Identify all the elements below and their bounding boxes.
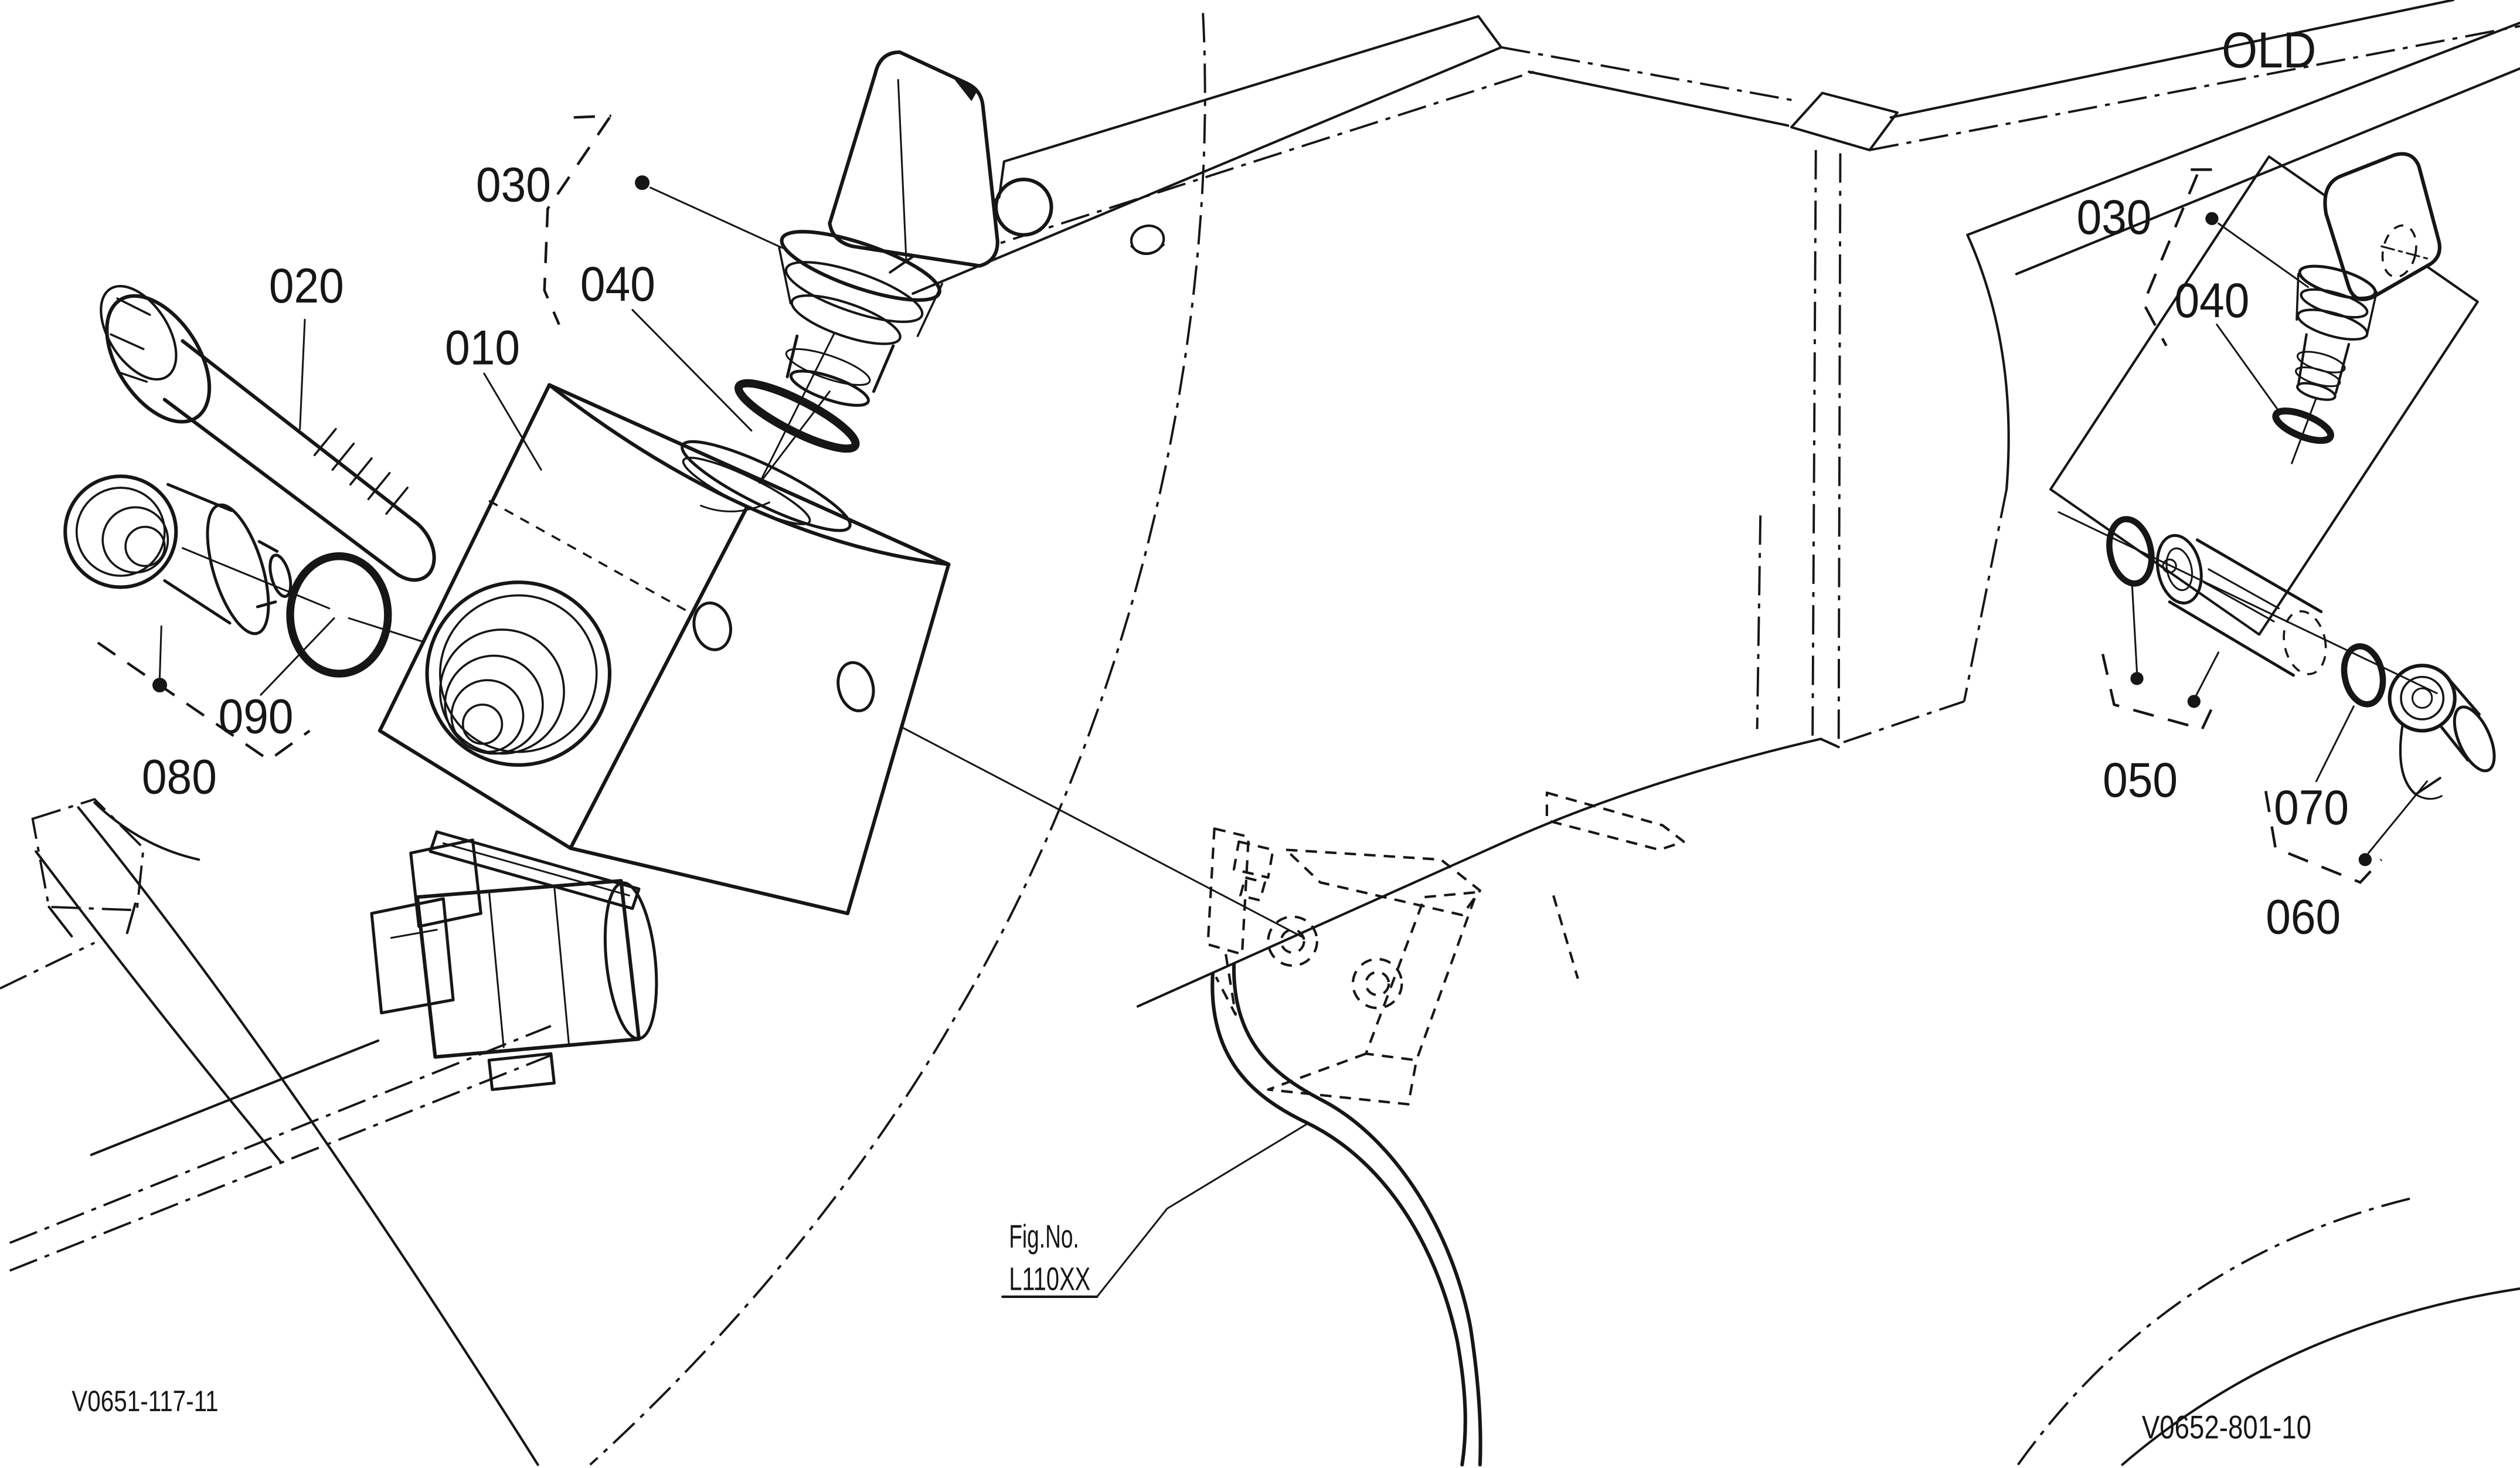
callout-060-old: 060 [2266,889,2341,944]
callout-030: 030 [476,157,551,212]
mounting-bracket-hidden [711,627,1685,1467]
callout-bracket-030 [543,114,611,325]
old-spool-050 [2155,533,2327,677]
valve-block-010 [378,332,951,916]
callout-020: 020 [269,258,344,313]
block-bolt-hole [836,661,875,712]
callout-040: 040 [580,256,655,311]
drawing-code-right: V0652-801-10 [2142,1409,2311,1445]
block-side-port [425,580,612,767]
old-callout-bracket-030 [2142,168,2212,346]
fitting-port-boss [994,177,1053,237]
fitting-hex-flange [780,230,941,302]
callout-070-old: 070 [2274,780,2349,835]
old-o-ring-070 [2341,643,2386,708]
callout-010: 010 [445,320,520,375]
figure-reference: Fig.No. L110XX [1001,1123,1308,1298]
fitting-thread-stem [789,369,870,407]
bolt-020 [100,284,436,582]
bracket-boss [1267,915,1318,967]
o-ring-040 [734,379,860,453]
frame-hole [1130,224,1165,255]
drawing-code-left: V0651-117-11 [72,1385,218,1418]
old-leader-dot-030 [2205,212,2219,225]
old-leader-dot-050a [2130,672,2144,685]
solenoid-valve-body [370,830,658,1092]
old-leader-dot-060 [2358,853,2372,866]
elbow-fitting-030 [760,50,1053,482]
old-o-ring-040 [2272,407,2334,444]
callout-030-old: 030 [2077,189,2152,244]
leader-dot-030 [635,175,650,191]
bolt-hex-head [100,284,178,381]
callout-leaders-main [299,114,784,471]
callout-090: 090 [219,688,294,743]
fitting-head [828,50,999,268]
old-callout-bracket-050 [2101,654,2215,731]
callout-080: 080 [142,749,217,804]
fig-no-label: Fig.No. [1009,1218,1079,1255]
plug-080 [63,474,519,762]
callout-040-old: 040 [2174,273,2249,328]
old-elbow-fitting-030 [2272,152,2441,464]
o-ring-090 [260,552,392,696]
hook-bracket [1210,971,1467,1467]
block-top-port [681,440,852,532]
callout-050-old: 050 [2103,752,2178,807]
bracket-boss [1351,957,1403,1010]
block-bolt-hole [692,602,732,651]
old-elbow-060 [2388,664,2496,800]
old-o-ring-050 [2106,516,2155,587]
old-leader-dot-050b [2187,695,2201,708]
fig-no-value: L110XX [1009,1260,1090,1297]
old-variant-label: OLD [2222,22,2316,79]
solenoid-connector [370,897,455,1015]
bolt-flange [105,294,212,424]
old-variant-panel [2049,152,2496,884]
